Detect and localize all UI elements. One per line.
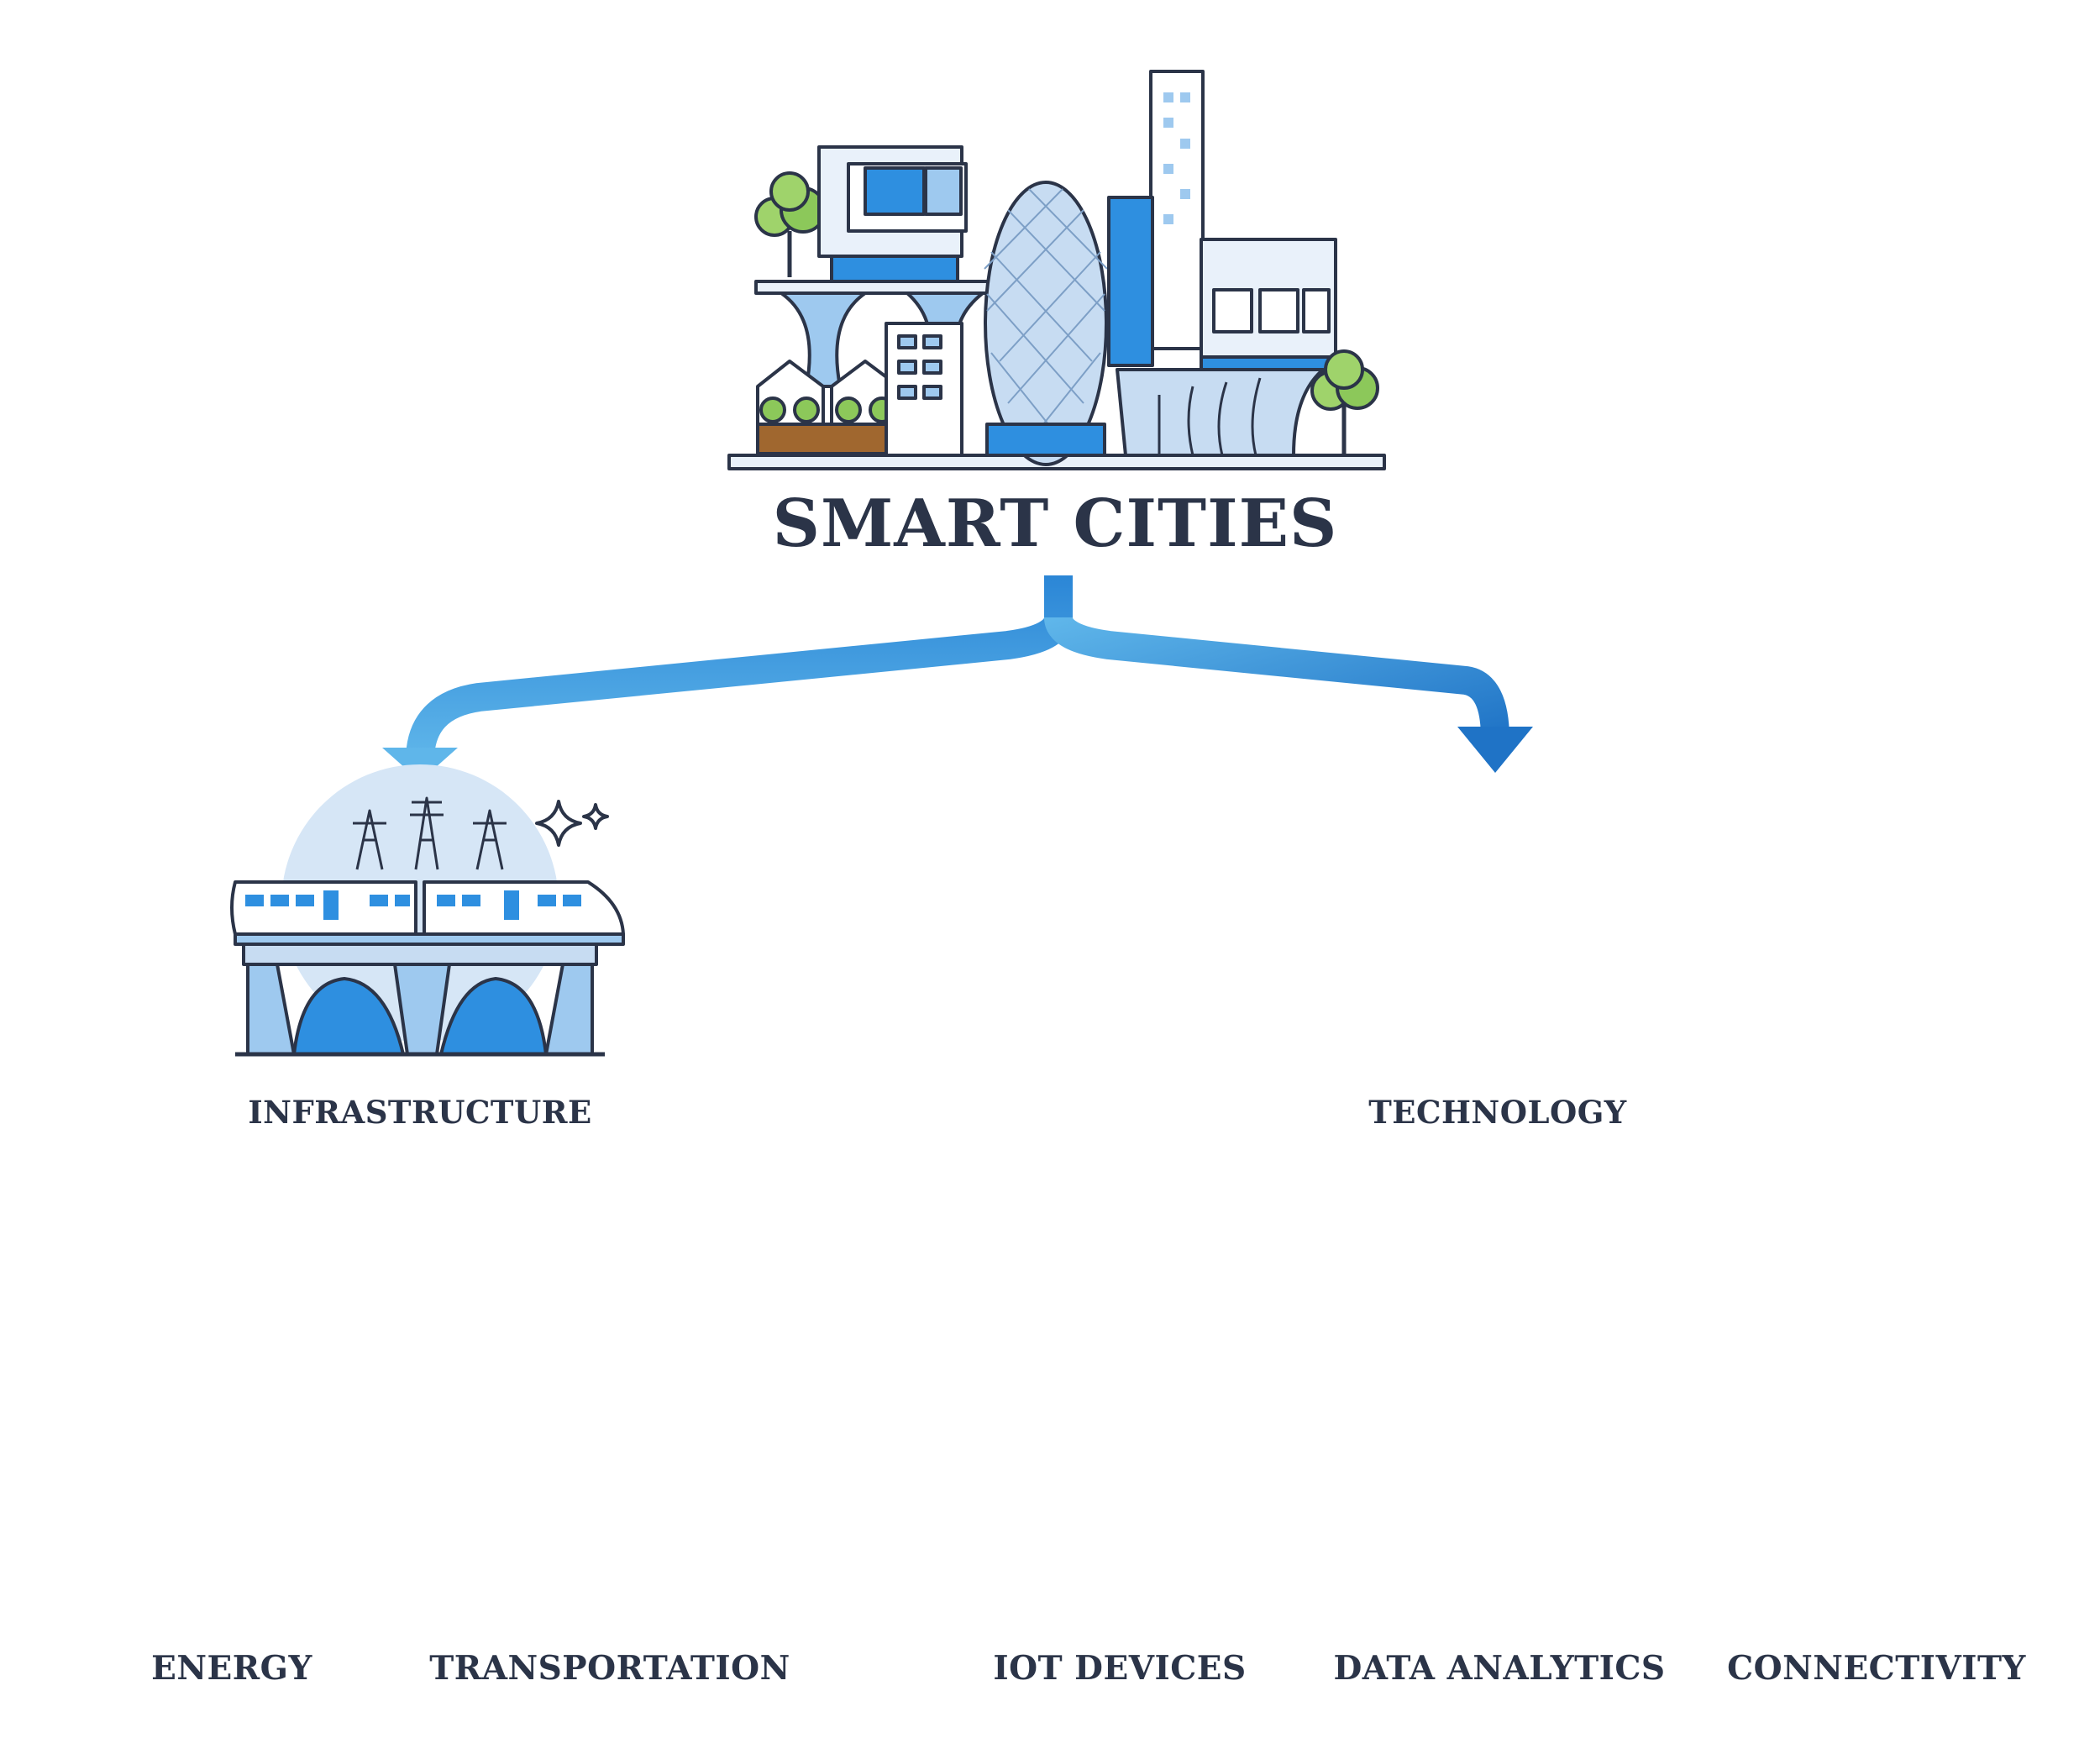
subcategory-label-iot-devices: IOT DEVICES	[993, 1649, 1247, 1688]
arrow-to-infrastructure	[382, 575, 1073, 781]
city-skyline-icon	[727, 70, 1386, 470]
page-title: SMART CITIES	[772, 486, 1338, 562]
subcategory-label-connectivity: CONNECTIVITY	[1727, 1649, 2026, 1688]
subcategory-label-data-analytics: DATA ANALYTICS	[1333, 1649, 1666, 1688]
arrow-to-technology	[1044, 615, 1533, 773]
subcategory-label-energy: ENERGY	[151, 1649, 312, 1688]
subcategory-label-transportation: TRANSPORTATION	[429, 1649, 790, 1688]
elevated-train-icon	[230, 764, 625, 1057]
category-label-infrastructure: INFRASTRUCTURE	[248, 1094, 592, 1131]
category-label-technology: TECHNOLOGY	[1368, 1094, 1627, 1131]
